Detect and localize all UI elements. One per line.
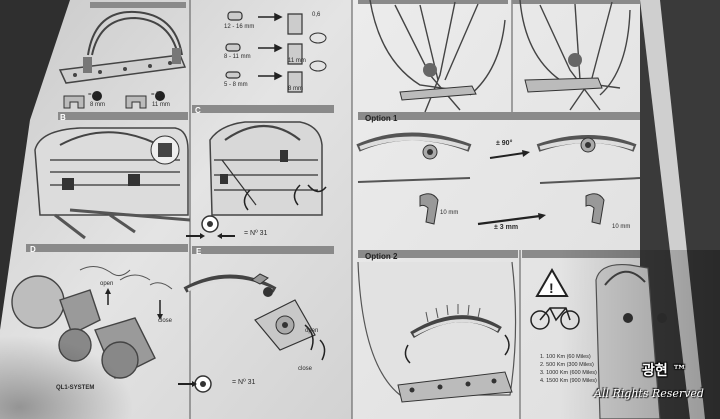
mileage-list: 1. 100 Km (60 Miles) 2. 500 Km (300 Mile… bbox=[540, 353, 597, 385]
nr-31-c: = Nº 31 bbox=[244, 230, 268, 237]
mileage-row: 2. 500 Km (300 Miles) bbox=[540, 362, 594, 368]
option2-label: Option 2 bbox=[365, 252, 398, 261]
svg-text:!: ! bbox=[549, 280, 554, 296]
measure-10mm-a: 10 mm bbox=[440, 210, 459, 216]
size-b-value: 11 mm bbox=[152, 102, 170, 108]
close-label-e: close bbox=[298, 366, 313, 372]
panel-d-label: D bbox=[30, 245, 36, 254]
size-b-label: = B bbox=[151, 92, 161, 98]
mileage-row: 3. 1000 Km (600 Miles) bbox=[540, 370, 597, 376]
mileage-row: 1. 100 Km (60 Miles) bbox=[540, 354, 591, 360]
panel-c-label: C bbox=[195, 106, 201, 115]
nr-31-e: = Nº 31 bbox=[232, 379, 256, 386]
open-label-e: open bbox=[305, 328, 319, 334]
measure-10mm-b: 10 mm bbox=[612, 224, 631, 230]
size-a-value: 8 mm bbox=[90, 102, 105, 108]
ql1-system-label: QL1-SYSTEM bbox=[56, 385, 95, 391]
angle-label: ± 90° bbox=[496, 140, 513, 147]
mileage-row: 4. 1500 Km (900 Miles) bbox=[540, 378, 597, 384]
panel-b-label: B bbox=[60, 113, 66, 122]
distance-label: ± 3 mm bbox=[494, 224, 519, 231]
watermark-rights: All Rights Reserved bbox=[594, 387, 704, 400]
option1-label: Option 1 bbox=[365, 114, 398, 123]
panel-e-label: E bbox=[196, 247, 202, 256]
measure-8mm: 8 mm bbox=[288, 86, 303, 92]
close-label-d: close bbox=[158, 318, 173, 324]
watermark-name: 광현 ™ bbox=[642, 363, 687, 379]
range-1: 12 - 16 mm bbox=[224, 24, 255, 30]
torque-value: 0,6 bbox=[312, 12, 321, 18]
range-2: 8 - 11 mm bbox=[224, 54, 251, 60]
range-3: 5 - 8 mm bbox=[224, 82, 248, 88]
size-a-label: = A bbox=[88, 92, 97, 98]
measure-11mm: 11 mm bbox=[288, 58, 306, 64]
open-label-d: open bbox=[100, 281, 114, 287]
